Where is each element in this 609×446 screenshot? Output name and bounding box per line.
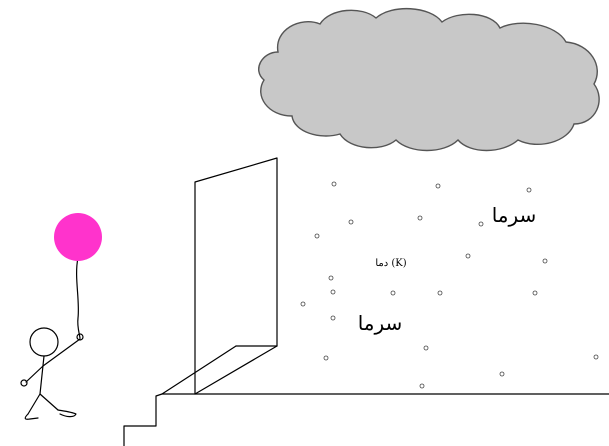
snow-particle-icon — [436, 184, 440, 188]
snow-particle-icon — [418, 216, 422, 220]
snow-particle-icon — [533, 291, 537, 295]
snow-particle-icon — [301, 302, 305, 306]
cloud-icon — [259, 9, 599, 151]
snow-particle-icon — [527, 188, 531, 192]
warmth-label: دما (K) — [375, 258, 406, 269]
snow-particle-icon — [500, 372, 504, 376]
snow-particle-icon — [332, 182, 336, 186]
snow-particle-icon — [438, 291, 442, 295]
snow-particle-icon — [349, 220, 353, 224]
door-icon — [162, 158, 277, 394]
snow-particle-icon — [329, 276, 333, 280]
snow-particle-icon — [424, 346, 428, 350]
snow-particle-icon — [479, 222, 483, 226]
snow-particle-icon — [594, 355, 598, 359]
snow-particle-icon — [391, 291, 395, 295]
snow-particle-icon — [324, 356, 328, 360]
snow-particle-icon — [315, 234, 319, 238]
snow-particle-icon — [420, 384, 424, 388]
snow-particle-icon — [331, 290, 335, 294]
stick-figure-icon — [21, 328, 83, 419]
snow-particles — [301, 182, 598, 388]
snow-particle-icon — [331, 316, 335, 320]
cold-label-upper: سرما — [492, 203, 537, 227]
snow-particle-icon — [466, 254, 470, 258]
ground-steps — [124, 394, 609, 446]
balloon-icon — [54, 213, 102, 338]
snow-particle-icon — [543, 259, 547, 263]
cold-label-lower: سرما — [358, 311, 403, 335]
